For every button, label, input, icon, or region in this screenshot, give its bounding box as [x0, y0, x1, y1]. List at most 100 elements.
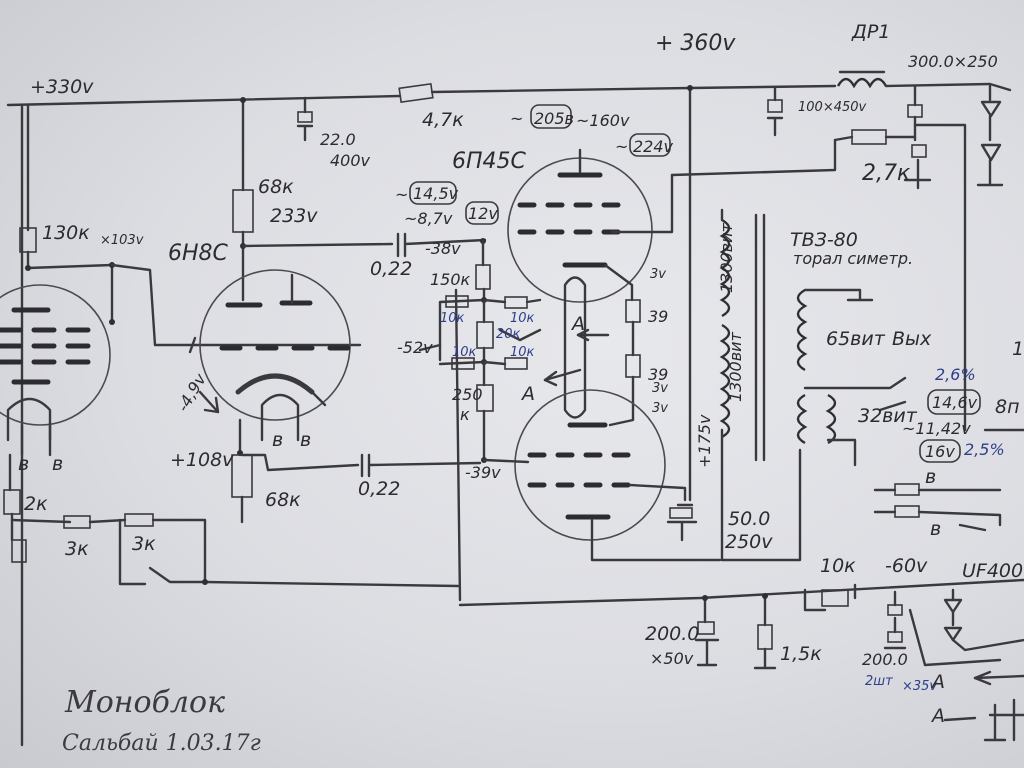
label-27k: 2,7к: [862, 161, 911, 186]
resistor-10k-c: [451, 357, 475, 370]
label-b-plus-360: + 360v: [655, 31, 736, 56]
capacitor-200uF-pair: [887, 604, 903, 616]
resistor-10k-a: [445, 295, 469, 308]
label-pct-25: 2,5%: [964, 440, 1005, 459]
resistor-68k-top: [232, 189, 254, 233]
label-3k-b: 3к: [132, 533, 156, 555]
label-uf400: UF400: [962, 560, 1023, 582]
label-2k: 2к: [24, 493, 48, 515]
label-3k-a: 3к: [65, 538, 89, 560]
rectifier-diodes: [976, 84, 1004, 187]
capacitor-300uF: [907, 104, 923, 118]
label-68k-bottom: 68к: [265, 489, 301, 511]
label-10k-b: 10к: [510, 311, 535, 326]
label-b-1: в: [925, 466, 936, 488]
label-3v-a: 3v: [650, 267, 666, 282]
label-22uF-v: 400v: [330, 151, 371, 170]
schematic-title: Моноблок: [64, 685, 225, 720]
label-3v-c: 3v: [652, 401, 668, 416]
label-130k: 130к: [42, 222, 90, 244]
resistor-left-bottom: [11, 539, 27, 563]
driver-tube-6n8s: [188, 269, 351, 442]
label-8ohm: 8п: [995, 396, 1020, 418]
label-10k-c: 10к: [452, 345, 477, 360]
label-200uF-pair: 200.0: [862, 650, 908, 669]
label-146v: 14,6v: [932, 393, 978, 412]
label-22uF: 22.0: [320, 130, 356, 149]
label-160v: ~160v: [576, 111, 630, 130]
label-10k-trim: 10к: [820, 555, 856, 577]
label-arrow-a1: A: [570, 313, 585, 335]
author-signature: Сальбай 1.03.17г: [62, 731, 261, 756]
label-68k-top: 68к: [258, 176, 294, 198]
label-022-bottom: 0,22: [358, 478, 400, 500]
label-b-6: в: [52, 453, 63, 475]
b-plus-rail: [6, 70, 1012, 107]
bias-diodes: [943, 588, 1024, 652]
label-175v: +175v: [695, 414, 714, 468]
capacitor-50uF: [669, 507, 693, 519]
label-arrow-a4: A: [930, 705, 945, 727]
resistor-10k-d: [504, 357, 528, 370]
resistor-39-a: [625, 299, 641, 323]
label-1300-upper: 1300вит: [717, 222, 736, 293]
resistor-68k-bottom: [231, 454, 253, 498]
resistor-39-b: [625, 354, 641, 378]
label-20k: 20к: [496, 327, 521, 342]
label-47k: 4,7к: [422, 109, 464, 131]
resistor-2k: [3, 489, 21, 515]
label-arrow-a2: A: [520, 383, 535, 405]
label-b-2: в: [930, 518, 941, 540]
label-65vit: 65вит: [826, 328, 886, 350]
label-m52v: -52v: [397, 338, 433, 357]
label-103v: ×103v: [100, 233, 144, 248]
label-tilde-3: ~: [395, 185, 408, 204]
label-12v: 12v: [468, 204, 498, 223]
label-39-a: 39: [648, 307, 668, 326]
label-200uF-pair-v: ×35v: [902, 679, 937, 694]
resistor-3k-b: [124, 513, 154, 527]
capacitor-200uF: [697, 621, 715, 635]
label-10k-d: 10к: [510, 345, 535, 360]
label-200uF-v: ×50v: [650, 649, 694, 668]
label-39-b: 39: [648, 365, 668, 384]
label-205v: 205в: [534, 109, 574, 128]
label-vykh: Вых: [892, 328, 932, 350]
label-250k-a: 250: [452, 385, 483, 404]
label-b-plus-330: +330v: [30, 76, 94, 98]
label-b-5: в: [18, 453, 29, 475]
label-m38v: -38v: [425, 239, 461, 258]
label-1300-lower: 1300вит: [726, 331, 745, 402]
label-145v: 14,5v: [413, 184, 459, 203]
label-extra-1: 1: [1012, 338, 1024, 360]
label-50uF: 50.0: [728, 508, 770, 530]
output-tube-lower-6p45s: [514, 389, 666, 541]
label-233v: 233v: [270, 205, 318, 227]
label-224v: 224v: [633, 137, 674, 156]
input-tube: [0, 284, 111, 457]
output-transformer: [719, 208, 907, 562]
label-10k-a: 10к: [440, 311, 465, 326]
label-16v: 16v: [925, 442, 955, 461]
label-87v: ~8,7v: [404, 209, 453, 228]
label-6n8s: 6Н8С: [168, 241, 229, 266]
label-6p45s: 6П45С: [452, 149, 527, 174]
potentiometer-20k: [476, 321, 494, 349]
label-2pcs: 2шт: [865, 674, 893, 689]
capacitor-22uF: [297, 111, 313, 123]
trimmer-10k: [821, 589, 849, 607]
resistor-150k: [475, 264, 491, 290]
output-tube-upper-6p45s: [507, 157, 653, 303]
label-108v: +108v: [170, 449, 234, 471]
label-150k: 150к: [430, 270, 471, 289]
label-pct-26: 2,6%: [935, 365, 976, 384]
label-250k-b: к: [460, 405, 470, 424]
capacitor-100uF: [767, 99, 783, 113]
label-022-top: 0,22: [370, 258, 412, 280]
label-arrow-a3: A: [930, 671, 945, 693]
resistor-10k-b: [504, 296, 528, 309]
label-15k: 1,5к: [780, 643, 822, 665]
label-tilde-2: ~: [615, 137, 628, 156]
